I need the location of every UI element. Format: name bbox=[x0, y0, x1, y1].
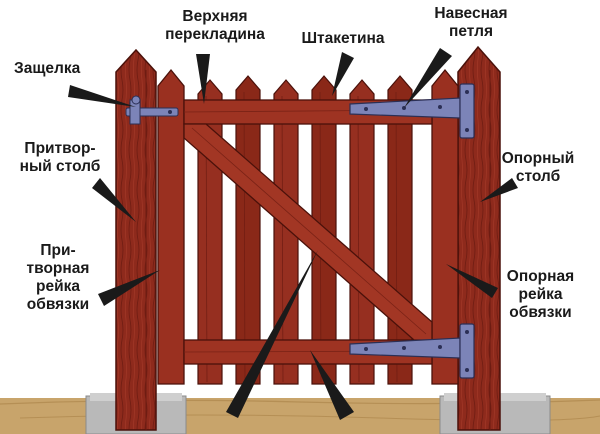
latch-post bbox=[115, 48, 157, 431]
label-latch-stile: При- творная рейка обвязки bbox=[26, 242, 90, 313]
picket bbox=[235, 75, 261, 385]
label-latch: Защелка bbox=[14, 60, 81, 77]
label-hinge-post: Опорный столб bbox=[501, 150, 575, 185]
label-hinge-stile: Опорная рейка обвязки bbox=[506, 268, 575, 321]
strap-hinge-icon bbox=[349, 83, 475, 139]
label-top-rail: Верхняя перекладина bbox=[165, 8, 265, 43]
latch-stile bbox=[157, 68, 185, 385]
label-latch-post: Притвор- ный столб bbox=[19, 140, 101, 175]
strap-hinge-icon bbox=[349, 323, 475, 379]
picket-grain bbox=[357, 95, 360, 383]
pointer-arrows bbox=[68, 48, 518, 420]
picket-grain bbox=[243, 91, 246, 383]
label-hinge: Навесная петля bbox=[434, 5, 508, 40]
picket bbox=[349, 79, 375, 385]
label-picket: Штакетина bbox=[301, 30, 385, 47]
picket-grain bbox=[281, 95, 284, 383]
picket-grain bbox=[395, 91, 398, 383]
